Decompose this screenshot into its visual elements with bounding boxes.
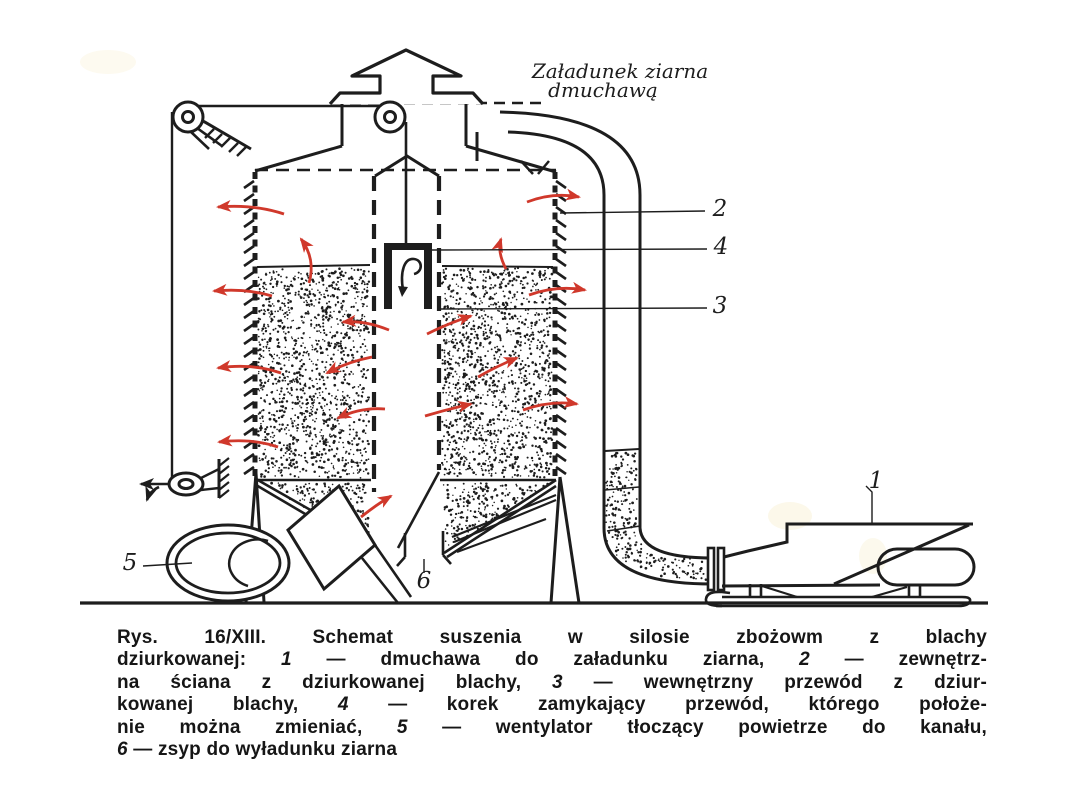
pulley-top-center [373,100,407,134]
top-annotation: Załadunek ziarna dmuchawą [498,59,742,100]
callout-label-1: 1 [868,468,884,494]
pulley-top-left [171,100,205,134]
grain-spout [520,160,550,175]
grain-surface [256,264,554,268]
caption-line: dziurkowanej: 1 — dmuchawa do załadunku … [117,649,987,671]
pull-arrow-down [145,485,160,502]
callout-label-6: 6 [416,568,432,594]
callout-label-2: 2 [712,196,728,222]
plug-cable-system [139,100,408,502]
fan-volute [165,523,291,603]
callout-label-5: 5 [122,550,138,576]
caption-line: na ściana z dziurkowanej blachy, 3 — wew… [117,671,987,693]
blower-unit [704,522,976,608]
callout-lines [142,210,873,573]
plug-motion-arrow [400,257,423,291]
leg-brace [451,493,557,554]
top-annotation-line2: dmuchawą [548,78,658,102]
caption-line: nie można zmieniać, 5 — wentylator tłocz… [117,716,988,738]
sled [704,584,972,608]
airflow-arrows [212,188,587,519]
grain-fill [256,266,554,546]
discharge-chute [396,531,452,567]
tension-pulley [167,457,230,499]
top-annotation-line1: Załadunek ziarna [531,59,709,83]
grain-in-pipe [605,451,708,581]
caption-line: 6 — zsyp do wyładunku ziarna [117,739,398,761]
callout-label-3: 3 [712,293,728,319]
pipe-grain-lines [604,448,641,532]
fan-duct [286,483,413,604]
exhaust-arrow [328,48,485,106]
wall-bracket-top [189,119,252,157]
loading-pipe [499,110,713,586]
wall-perforation-flaps [243,179,567,476]
caption-line: Rys. 16/XIII. Schemat suszenia w silosie… [117,627,987,648]
caption-line: kowanej blachy, 4 — korek zamykający prz… [117,694,987,716]
callout-label-4: 4 [713,234,729,260]
duct-plug [384,243,432,309]
pipe-flange [706,546,716,592]
leg-right [549,476,581,604]
inner-duct [371,176,442,492]
blower-housing [876,547,976,587]
figure-caption: Rys. 16/XIII. Schemat suszenia w silosie… [117,627,987,761]
blower-hopper [723,522,973,559]
